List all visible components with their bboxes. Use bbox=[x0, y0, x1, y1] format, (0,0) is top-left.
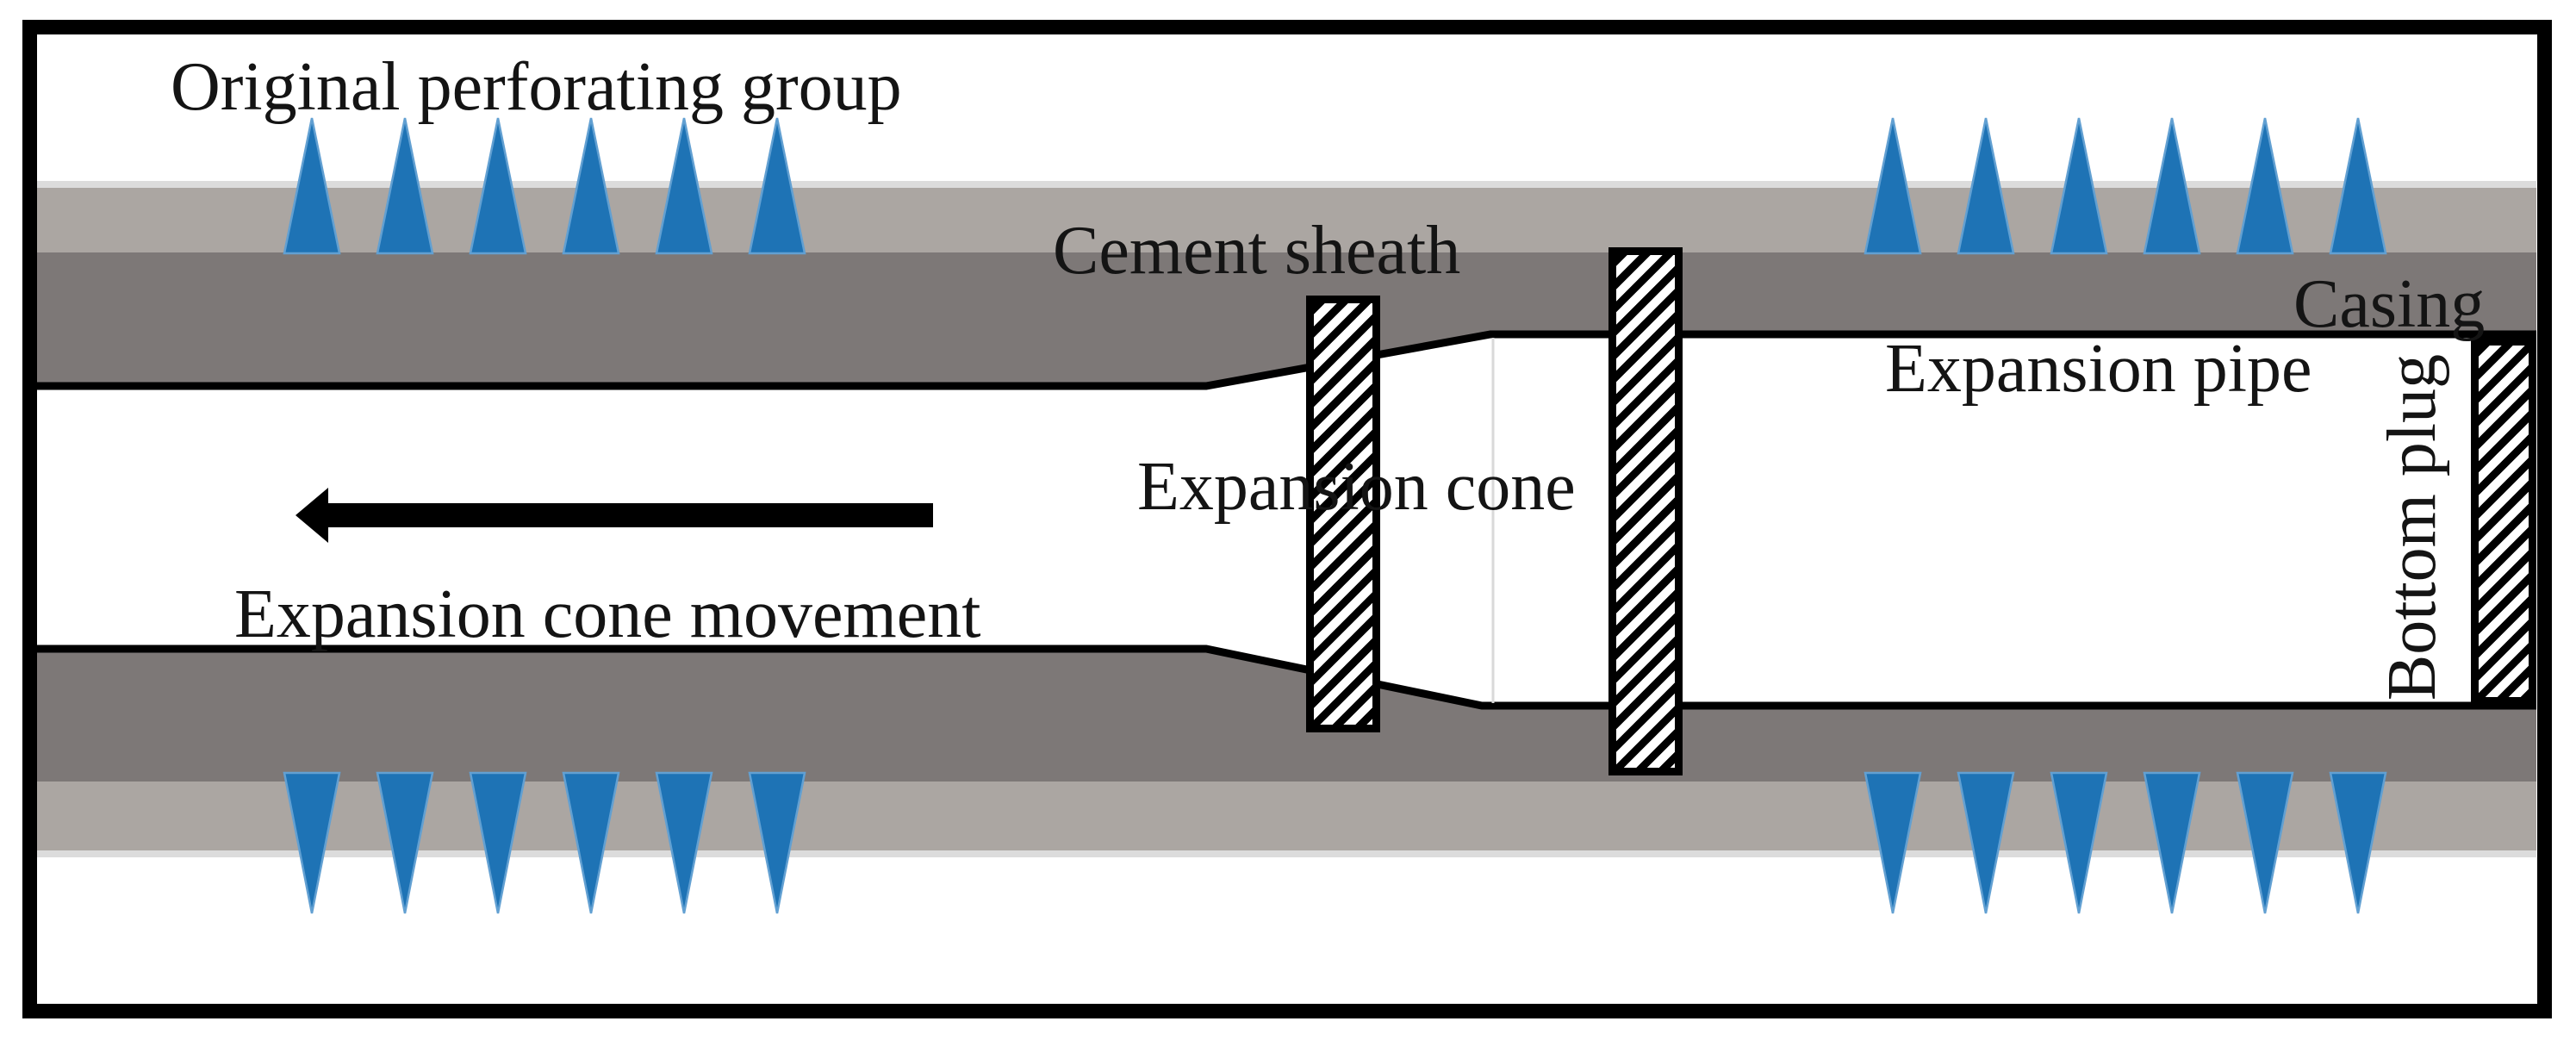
perforation-group-bottom-left bbox=[283, 771, 806, 914]
perforation-icon bbox=[376, 771, 434, 914]
perforation-icon bbox=[2050, 771, 2108, 914]
label-cement-sheath: Cement sheath bbox=[1053, 213, 1461, 289]
perforation-icon bbox=[748, 117, 806, 255]
perforation-group-bottom-right bbox=[1864, 771, 2387, 914]
label-expansion-pipe: Expansion pipe bbox=[1885, 331, 2312, 407]
perforation-icon bbox=[562, 771, 620, 914]
label-bottom-plug: Bottom plug bbox=[2374, 353, 2450, 701]
perforation-icon bbox=[2143, 771, 2201, 914]
label-expansion-cone: Expansion cone bbox=[1137, 449, 1576, 525]
cement-sheath-band-top bbox=[37, 188, 2536, 252]
perforation-icon bbox=[655, 771, 713, 914]
left-arrow-icon bbox=[296, 488, 933, 543]
perforation-group-top-left bbox=[283, 117, 806, 255]
perforation-icon bbox=[283, 771, 341, 914]
casing-band-top bbox=[37, 252, 2536, 387]
label-expansion-cone-movement: Expansion cone movement bbox=[234, 576, 981, 652]
perforation-icon bbox=[1864, 771, 1922, 914]
perforation-icon bbox=[562, 117, 620, 255]
perforation-icon bbox=[1957, 771, 2015, 914]
perforation-icon bbox=[376, 117, 434, 255]
perforation-icon bbox=[2050, 117, 2108, 255]
perforation-icon bbox=[469, 771, 527, 914]
label-casing: Casing bbox=[2293, 266, 2486, 342]
perforation-icon bbox=[2143, 117, 2201, 255]
expansion-cone-section-left-icon bbox=[1306, 296, 1380, 732]
perforation-icon bbox=[2236, 771, 2294, 914]
perforation-icon bbox=[2329, 117, 2387, 255]
perforation-icon bbox=[2329, 771, 2387, 914]
perforation-icon bbox=[1957, 117, 2015, 255]
perforation-icon bbox=[748, 771, 806, 914]
perforation-icon bbox=[655, 117, 713, 255]
perforation-group-top-right bbox=[1864, 117, 2387, 255]
formation-band-top bbox=[37, 181, 2536, 188]
perforation-icon bbox=[2236, 117, 2294, 255]
perforation-groups bbox=[283, 117, 2387, 914]
bottom-plug-section-icon bbox=[2471, 338, 2536, 705]
perforation-icon bbox=[469, 117, 527, 255]
expansion-cone-section-right-icon bbox=[1608, 247, 1683, 775]
formation-band-bottom bbox=[37, 850, 2536, 857]
label-original-perforating-group: Original perforating group bbox=[171, 49, 902, 125]
perforation-icon bbox=[1864, 117, 1922, 255]
perforation-icon bbox=[283, 117, 341, 255]
casing-band-bottom bbox=[37, 649, 2536, 782]
cement-sheath-band-bottom bbox=[37, 782, 2536, 850]
diagram-frame bbox=[22, 20, 2552, 1018]
